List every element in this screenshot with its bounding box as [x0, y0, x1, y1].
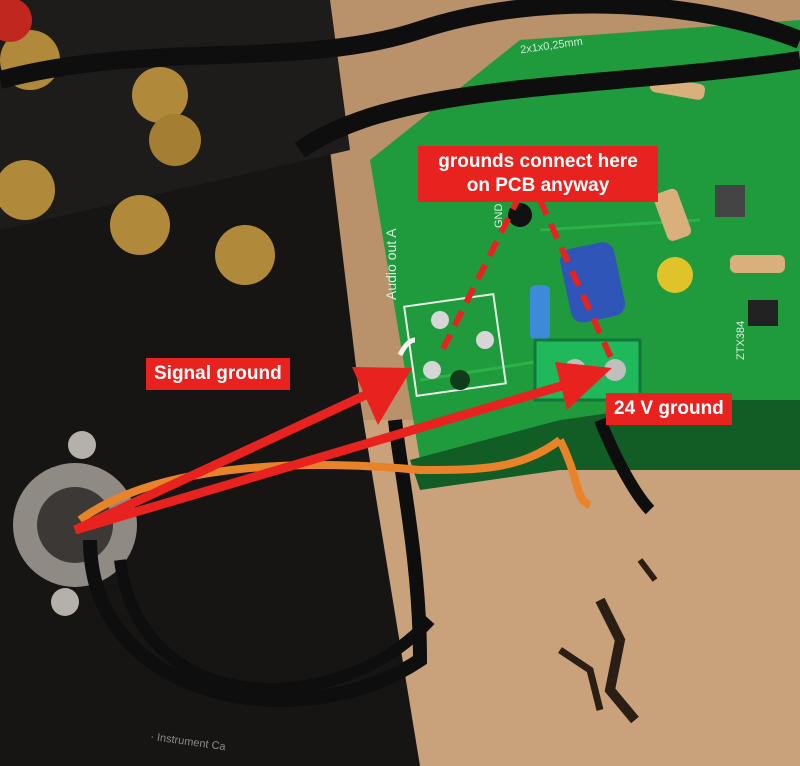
table-stain [595, 597, 639, 724]
binding-post [215, 225, 275, 285]
black-cable [0, 0, 800, 89]
ceramic-capacitor [657, 257, 693, 293]
black-cable [294, 51, 800, 158]
table-stain [637, 558, 658, 582]
ground-24v-label: 24 V ground [606, 393, 732, 425]
terminal-screw [604, 359, 626, 381]
binding-post [132, 67, 188, 123]
white-wire [397, 337, 416, 357]
signal-ground-label: Signal ground [146, 358, 290, 390]
transistor [715, 185, 745, 217]
resistor [653, 188, 692, 241]
black-cable [114, 559, 435, 695]
xlr-screw [51, 588, 79, 616]
xlr-screw [68, 431, 96, 459]
binding-post [0, 160, 55, 220]
binding-post [110, 195, 170, 255]
solder-pad [476, 331, 494, 349]
black-cable [594, 417, 655, 515]
terminal-screw [564, 359, 586, 381]
solder-pad [423, 361, 441, 379]
xlr-connector-inner [37, 487, 113, 563]
resistor [530, 285, 550, 340]
grounds-connect-label: grounds connect here on PCB anyway [418, 146, 658, 202]
transistor [748, 300, 778, 326]
mounting-hole [508, 203, 532, 227]
binding-post [149, 114, 201, 166]
resistor [730, 255, 785, 273]
solder-pad [431, 311, 449, 329]
solder-pad [450, 370, 470, 390]
red-post-base [0, 0, 32, 42]
table-stain [558, 647, 604, 711]
